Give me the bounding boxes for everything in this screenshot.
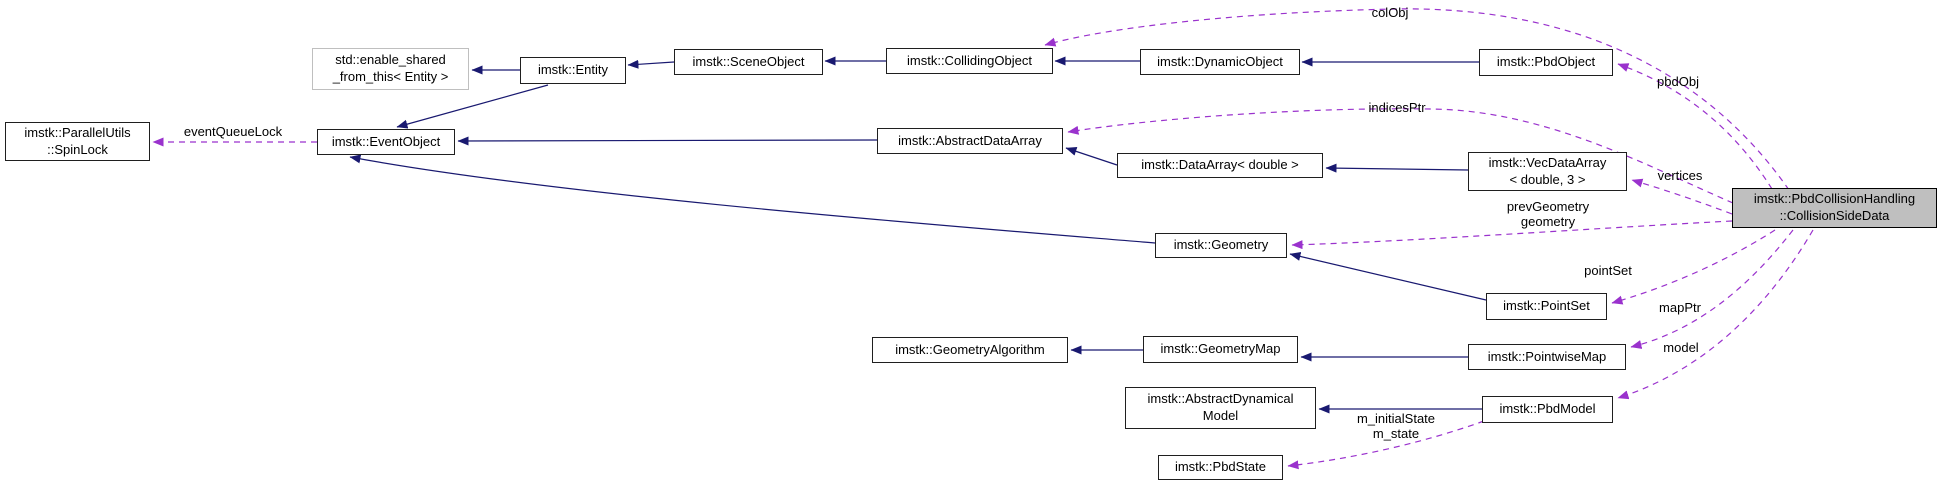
edge-pbdobj	[1617, 63, 1773, 190]
edge-vecdataarray-to-dataarray	[1325, 163, 1469, 173]
node-imstk-geometryalgorithm[interactable]: imstk::GeometryAlgorithm	[872, 337, 1068, 363]
edge-label-prevgeometry-geometry: prevGeometry geometry	[1506, 199, 1590, 229]
edge-label-pointset: pointSet	[1584, 263, 1632, 278]
node-imstk-sceneobject[interactable]: imstk::SceneObject	[674, 49, 823, 75]
node-imstk-pointset[interactable]: imstk::PointSet	[1486, 293, 1607, 320]
edge-mapptr	[1630, 229, 1794, 349]
edge-sceneobject-to-entity	[627, 59, 675, 69]
node-imstk-abstractdynamicalmodel[interactable]: imstk::AbstractDynamical Model	[1125, 387, 1316, 429]
node-imstk-pbdcollisionhandling-collisionsidedata: imstk::PbdCollisionHandling ::CollisionS…	[1732, 188, 1937, 228]
node-imstk-vecdataarray[interactable]: imstk::VecDataArray < double, 3 >	[1468, 152, 1627, 191]
edge-abstractdataarray-to-eventobject	[457, 136, 878, 146]
node-imstk-pointwisemap[interactable]: imstk::PointwiseMap	[1468, 344, 1626, 370]
edge-label-model: model	[1663, 340, 1699, 355]
edge-entity-to-eventobject	[396, 84, 549, 129]
node-imstk-abstractdataarray[interactable]: imstk::AbstractDataArray	[877, 128, 1063, 154]
node-imstk-geometrymap[interactable]: imstk::GeometryMap	[1143, 336, 1298, 363]
node-imstk-pbdmodel[interactable]: imstk::PbdModel	[1482, 396, 1613, 423]
edge-prevgeometry	[1291, 220, 1733, 250]
node-imstk-eventobject[interactable]: imstk::EventObject	[317, 129, 455, 155]
edge-label-vertices: vertices	[1657, 168, 1703, 183]
edge-model	[1617, 229, 1814, 400]
edge-geometry-to-eventobject	[349, 154, 1156, 244]
edge-pointset	[1611, 229, 1776, 305]
edge-mstate	[1287, 420, 1485, 470]
node-imstk-geometry[interactable]: imstk::Geometry	[1155, 233, 1287, 258]
node-imstk-pbdstate[interactable]: imstk::PbdState	[1158, 455, 1283, 480]
edge-dataarray-to-abstractdataarray	[1065, 147, 1118, 166]
edge-label-indicesptr: indicesPtr	[1368, 100, 1426, 115]
node-std-enable-shared-from-this: std::enable_shared _from_this< Entity >	[312, 48, 469, 90]
node-imstk-entity[interactable]: imstk::Entity	[520, 57, 626, 84]
edge-vertices	[1631, 178, 1733, 215]
edge-label-eventqueuelock: eventQueueLock	[183, 124, 283, 139]
node-imstk-dataarray-double[interactable]: imstk::DataArray< double >	[1117, 153, 1323, 178]
node-imstk-pbdobject[interactable]: imstk::PbdObject	[1479, 49, 1613, 76]
edge-label-pbdobj: pbdObj	[1657, 74, 1699, 89]
edge-colobj	[1044, 8, 1790, 191]
edge-label-colobj: colObj	[1371, 5, 1409, 20]
node-imstk-parallelutils-spinlock[interactable]: imstk::ParallelUtils ::SpinLock	[5, 122, 150, 161]
edge-pointset-to-geometry	[1289, 252, 1487, 301]
node-imstk-dynamicobject[interactable]: imstk::DynamicObject	[1140, 49, 1300, 75]
edge-label-minitialstate-mstate: m_initialState m_state	[1356, 411, 1436, 441]
edge-label-mapptr: mapPtr	[1659, 300, 1701, 315]
node-imstk-collidingobject[interactable]: imstk::CollidingObject	[886, 48, 1053, 74]
edge-indicesptr	[1067, 108, 1734, 204]
